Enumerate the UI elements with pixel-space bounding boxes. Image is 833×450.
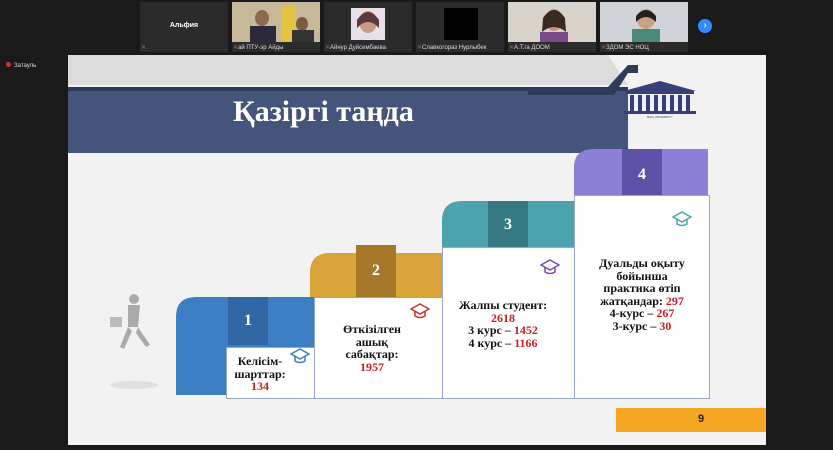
participant-video [508, 2, 596, 42]
stage-1-badge [228, 297, 268, 345]
participant-label: ЗДОМ ЭС НОЦ [606, 45, 649, 51]
slide-decor-top [68, 55, 628, 85]
participants-bar: Альфия ✕ ✕ ай ПТУ-эр Айды ✕ Айнур Дуйсем… [0, 0, 833, 54]
participant-label: Айнур Дуйсембаева [330, 45, 386, 51]
mic-muted-icon: ✕ [141, 45, 147, 51]
participant-label: Славкогораз Нурлыбек [422, 45, 487, 51]
participant-tile[interactable]: ✕ ЗДОМ ЭС НОЦ [600, 2, 688, 52]
participant-tile[interactable]: Альфия ✕ [140, 2, 228, 52]
logo-caption: BAAI UNIVERSITY [647, 115, 673, 119]
mic-muted-icon [6, 62, 11, 67]
self-view-label: Затауль [6, 62, 36, 69]
stage-2-value: 1957 [360, 359, 384, 374]
mic-muted-icon: ✕ [233, 45, 239, 51]
participant-tile[interactable]: ✕ Айнур Дуйсембаева [324, 2, 412, 52]
stage-4-panel [574, 195, 710, 399]
stage-4-badge [622, 149, 662, 195]
mic-muted-icon: ✕ [601, 45, 607, 51]
stage-2-number: 2 [372, 262, 380, 279]
climber-figure-icon [110, 294, 150, 349]
graduation-cap-icon [410, 303, 430, 319]
stage-1-value: 134 [251, 379, 269, 394]
stage-4-number: 4 [638, 166, 646, 183]
university-logo: BAAI UNIVERSITY [618, 77, 702, 132]
participant-tile[interactable]: ✕ А.Т.га ДООМ [508, 2, 596, 52]
title-banner [68, 87, 628, 153]
stage-3-number: 3 [504, 216, 512, 233]
stage-3-badge [488, 201, 528, 247]
slide-decor-arrow [528, 65, 638, 95]
shared-slide: Қазіргі таңда BAAI UNIVERSITY [68, 55, 766, 445]
participant-tile[interactable]: ✕ ай ПТУ-эр Айды [232, 2, 320, 52]
participant-video [232, 2, 320, 42]
next-page-icon[interactable]: › [698, 19, 712, 33]
participant-video [600, 2, 688, 42]
university-logo-icon [624, 81, 696, 114]
slide-title: Қазіргі таңда [233, 95, 414, 128]
participant-name: Альфия [169, 22, 199, 29]
graduation-cap-icon [672, 211, 692, 227]
participant-tile[interactable]: ✕ Славкогораз Нурлыбек [416, 2, 504, 52]
participant-label: ай ПТУ-эр Айды [238, 45, 284, 51]
graduation-cap-icon [290, 348, 310, 364]
stage-1-panel [226, 347, 316, 399]
stage-1-number: 1 [244, 312, 252, 329]
stage-3-value: 2618 [491, 310, 515, 325]
graduation-cap-icon [540, 259, 560, 275]
stage-2-badge [356, 245, 396, 297]
shadow [110, 381, 158, 389]
participant-label: А.Т.га ДООМ [514, 45, 550, 51]
participant-avatar [351, 8, 385, 40]
stage-2-panel [314, 297, 444, 399]
participant-video-off [444, 8, 478, 40]
stage-3-text: Жалпы студент: 2618 3 курс – 1452 4 курс… [448, 299, 558, 349]
stage-1-text: Келісім-шарттар: 134 [228, 355, 292, 393]
mic-muted-icon: ✕ [325, 45, 331, 51]
mic-muted-icon: ✕ [417, 45, 423, 51]
page-number-badge: 9 [616, 408, 766, 432]
mic-muted-icon: ✕ [509, 45, 515, 51]
